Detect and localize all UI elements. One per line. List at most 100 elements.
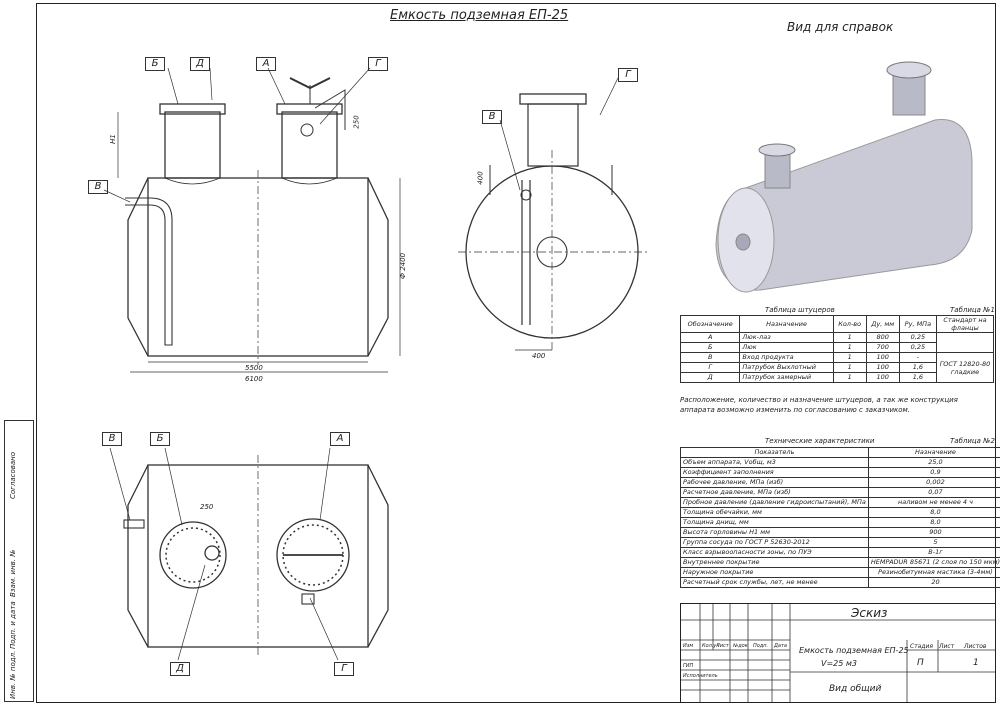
param-name: Высота горловины Н1 мм — [680, 527, 869, 538]
callout-D: Д — [190, 57, 210, 71]
param-value: 900 — [867, 527, 1000, 538]
table2-number: Таблица №2 — [950, 437, 995, 445]
param-name: Толщина днищ, мм — [680, 517, 869, 528]
t1-h5: Стандарт на фланцы — [936, 315, 994, 333]
param-value: 8,0 — [867, 517, 1000, 528]
agreed-label: Согласовано — [9, 451, 17, 499]
dim-h1: Н1 — [108, 134, 117, 144]
t2-h0: Показатель — [680, 447, 869, 458]
stamp-view: Вид общий — [829, 684, 882, 694]
stamp-sheets-label: Листов — [964, 643, 987, 650]
param-value: 25,0 — [867, 457, 1000, 468]
param-name: Класс взрывоопасности зоны, по ПУЭ — [680, 547, 869, 558]
sign-date-label: Подп. и дата — [9, 601, 17, 649]
tech-table: Показатель Назначение Объем аппарата, Vо… — [680, 447, 1000, 588]
param-name: Наружное покрытие — [680, 567, 869, 578]
table-row: Расчетное давление, МПа (изб)0,07 — [680, 487, 1000, 498]
front-view — [103, 67, 401, 373]
side-view — [458, 77, 650, 351]
design-note: Расположение, количество и назначение шт… — [680, 396, 958, 414]
param-value: наливом не менее 4 ч — [867, 497, 1000, 508]
table-row: В Вход продукта 1 100 - ГОСТ 12820-80 гл… — [679, 352, 994, 383]
param-value: Резинобитумная мастика (3-4мм) — [867, 567, 1000, 578]
drawing-title: Емкость подземная ЕП-25 — [390, 8, 569, 23]
reference-view-title: Вид для справок — [787, 20, 894, 34]
stamp-sheets: 1 — [973, 658, 979, 668]
param-name: Коэффициент заполнения — [680, 467, 869, 478]
table1-number: Таблица №1 — [950, 306, 995, 314]
t1-h3: Ду, мм — [865, 315, 900, 333]
table1-caption: Таблица штуцеров — [765, 306, 835, 314]
param-value: 0,002 — [867, 477, 1000, 488]
param-name: Расчетное давление, МПа (изб) — [680, 487, 869, 498]
t1-h4: Ру, МПа — [898, 315, 938, 333]
t1-h2: Кол-во — [832, 315, 867, 333]
callout-B: Б — [145, 57, 165, 71]
table2-caption: Технические характеристики — [765, 437, 875, 445]
stamp-col: №док — [733, 643, 748, 649]
stamp-gip: ГИП — [683, 663, 694, 669]
stamp-col: Дата — [774, 643, 787, 649]
param-name: Толщина обечайки, мм — [680, 507, 869, 518]
param-name: Внутреннее покрытие — [680, 557, 869, 568]
stamp-col: Лист — [716, 643, 729, 649]
t1-h1: Назначение — [739, 315, 834, 333]
approval-strip: Согласовано Взам. инв. № Подп. и дата Ин… — [4, 420, 34, 702]
dim-400a: 400 — [476, 171, 485, 185]
callout-A-top: А — [330, 432, 350, 446]
param-value: 0,9 — [867, 467, 1000, 478]
param-name: Объем аппарата, Vобщ, м3 — [680, 457, 869, 468]
param-value: HEMPADUR 85671 (2 слоя по 150 мкм) — [867, 557, 1000, 568]
callout-V: В — [88, 180, 108, 194]
stamp-grid — [680, 603, 996, 703]
top-view — [109, 447, 389, 661]
stamp-col: Подп. — [753, 643, 769, 649]
callout-G-top: Г — [334, 662, 354, 676]
stamp-volume: V=25 м3 — [821, 659, 858, 668]
stamp-name: Емкость подземная ЕП-25 — [799, 646, 909, 655]
inv-sub-label: Взам. инв. № — [9, 549, 17, 597]
callout-D-top: Д — [170, 662, 190, 676]
callout-G: Г — [368, 57, 388, 71]
nozzle-table: Обозначение Назначение Кол-во Ду, мм Ру,… — [679, 315, 994, 383]
callout-V-side: В — [482, 110, 502, 124]
dim-250: 250 — [352, 115, 361, 129]
dim-400b: 400 — [532, 352, 546, 360]
stamp-executor: Исполнитель — [683, 673, 718, 679]
drawing-frame — [36, 3, 996, 703]
table-row: А Люк-лаз 1 800 0,25 — [679, 332, 994, 353]
callout-B-top: Б — [150, 432, 170, 446]
table-row: Рабочее давление, МПа (изб)0,002 — [680, 477, 1000, 488]
title-block: Эскиз Емкость подземная ЕП-25 V=25 м3 Ви… — [680, 603, 996, 703]
stamp-sheet-label: Лист — [939, 643, 955, 650]
inv-orig-label: Инв. № подл. — [9, 650, 17, 699]
dim-6100: 6100 — [245, 375, 263, 383]
param-value: В-1г — [867, 547, 1000, 558]
param-value: 8,0 — [867, 507, 1000, 518]
table-row: Пробное давление (давление гидроиспытани… — [680, 497, 1000, 508]
param-value: 20 — [867, 577, 1000, 588]
table-row: Д Патрубок замерный 1 100 1,6 — [679, 372, 994, 383]
callout-A: А — [256, 57, 276, 71]
stamp-stage: П — [917, 658, 924, 668]
flange-standard: ГОСТ 12820-80 гладкие — [936, 352, 994, 383]
stamp-col: Кол.уч — [702, 643, 720, 649]
dim-d2400: Ф 2400 — [399, 252, 408, 280]
stamp-col: Изм — [683, 643, 694, 649]
param-value: 5 — [867, 537, 1000, 548]
callout-G-side: Г — [618, 68, 638, 82]
isometric-view — [715, 61, 973, 293]
callout-V-top: В — [102, 432, 122, 446]
dim-250b: 250 — [200, 503, 214, 511]
t2-h1: Назначение — [867, 447, 1000, 458]
